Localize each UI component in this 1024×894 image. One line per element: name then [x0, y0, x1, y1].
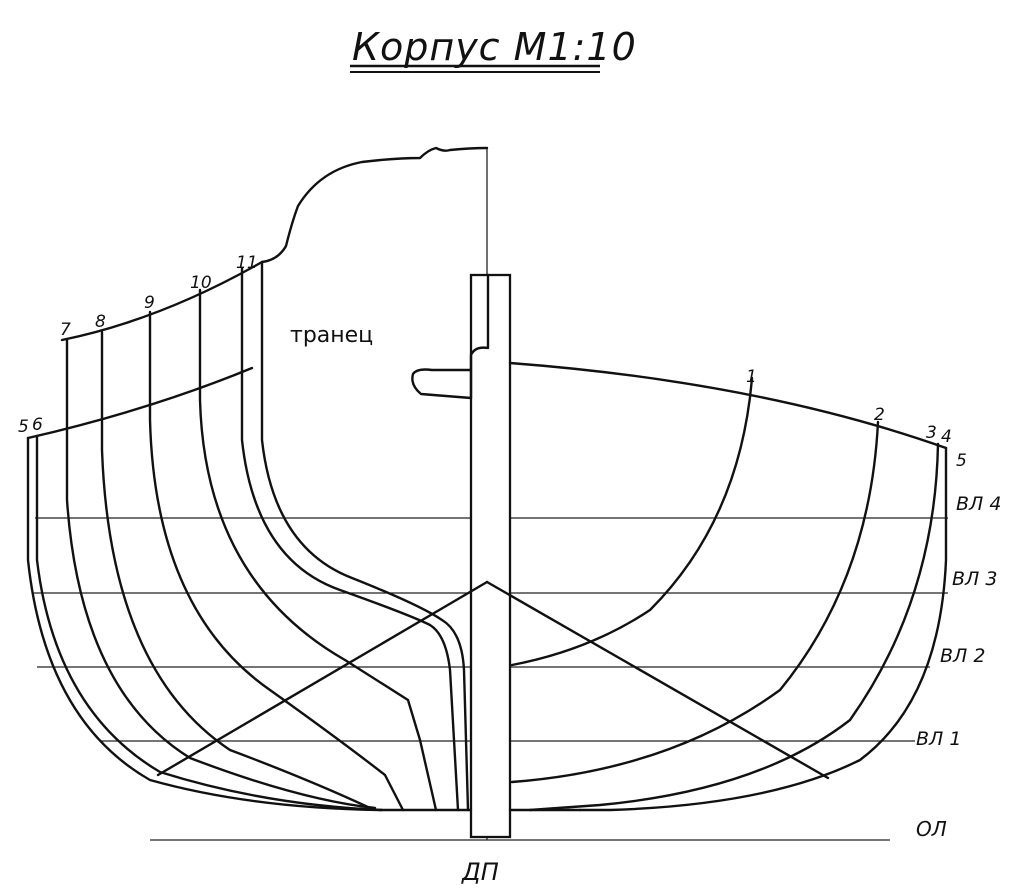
station-7-left — [65, 338, 377, 810]
station-11-left-outer — [240, 266, 460, 812]
centerline-label: ДП — [461, 858, 499, 886]
stations-aft — [26, 260, 470, 812]
station-9-left — [148, 310, 405, 812]
waterline-label-2: ВЛ 2 — [940, 645, 985, 667]
station-label-10-left: 10 — [190, 273, 212, 293]
station-1-right — [510, 376, 754, 667]
station-label-3-right: 3 — [926, 423, 937, 443]
station-10-left — [198, 288, 438, 812]
transom-outline — [260, 146, 489, 264]
station-label-4-right: 4 — [941, 427, 952, 447]
transom-label: транец — [290, 323, 373, 348]
station-6-left — [35, 434, 384, 812]
station-4-right — [578, 446, 948, 812]
station-label-8-left: 8 — [95, 312, 106, 332]
diagonals — [156, 580, 830, 780]
station-3-right — [528, 442, 940, 812]
station-label-5-right: 5 — [956, 451, 967, 471]
drawing-title: Корпус М1:10 — [352, 25, 637, 69]
station-11-left-inner — [260, 260, 470, 812]
stations-bow — [510, 376, 948, 812]
waterline-label-1: ВЛ 1 — [916, 728, 961, 750]
waterline-labels: ВЛ 4 ВЛ 3 ВЛ 2 ВЛ 1 — [916, 493, 1001, 750]
sheer-line-left — [26, 366, 254, 440]
station-label-5-left: 5 — [18, 417, 29, 437]
station-label-2-right: 2 — [874, 405, 885, 425]
sheer-line-right — [508, 361, 948, 450]
station-label-1-right: 1 — [746, 367, 757, 387]
station-labels-right: 1 2 3 4 5 — [746, 367, 967, 471]
station-label-7-left: 7 — [60, 320, 71, 340]
waterline-label-4: ВЛ 4 — [956, 493, 1001, 515]
station-8-left — [100, 330, 372, 810]
baseline-label: ОЛ — [916, 817, 947, 841]
station-label-11-left: 11 — [236, 253, 258, 273]
station-label-6-left: 6 — [32, 415, 43, 435]
diagonal-right — [485, 580, 830, 780]
diagonal-left — [156, 580, 489, 777]
waterline-label-3: ВЛ 3 — [952, 568, 997, 590]
station-labels-left: 5 6 7 8 9 10 11 — [18, 253, 258, 437]
deck-line-left — [60, 260, 264, 342]
transom-knee — [411, 273, 490, 400]
keel-post — [469, 273, 512, 839]
station-label-9-left: 9 — [144, 293, 155, 313]
station-5-left — [26, 436, 382, 812]
station-2-right — [510, 420, 880, 784]
